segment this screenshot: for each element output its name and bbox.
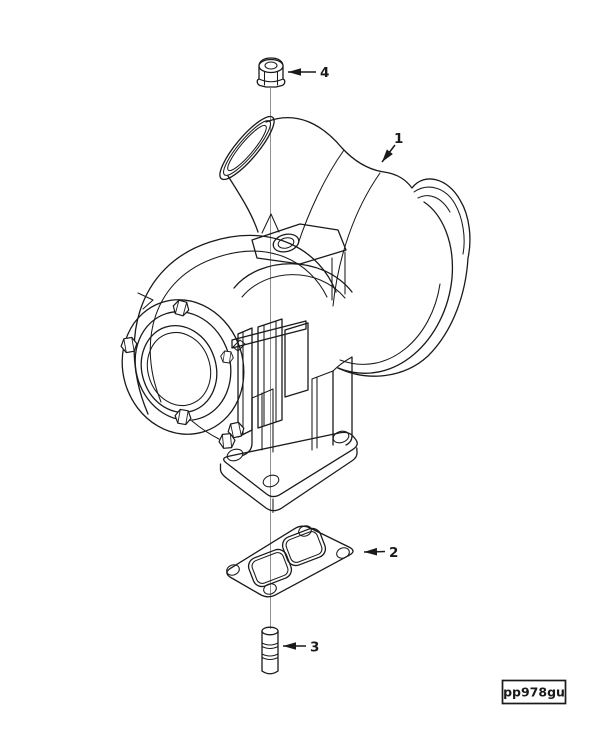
- clamp-bolt-icon: [219, 350, 235, 364]
- callout-3: 3: [283, 640, 319, 656]
- gasket-bolt-hole: [226, 564, 240, 576]
- clamp-bolts: [119, 298, 246, 450]
- turbo-mounting-flange: [219, 430, 358, 514]
- callout-3-label: 3: [310, 640, 319, 656]
- gasket-port-opening: [281, 527, 327, 567]
- turbine-housing: [133, 234, 337, 415]
- callout-1: 1: [381, 131, 403, 163]
- pedestal: [241, 356, 353, 457]
- callout-4-label: 4: [320, 65, 329, 81]
- callout-2-arrow: [363, 547, 386, 556]
- part-turbocharger-assembly: [119, 115, 471, 514]
- part-gasket: [226, 525, 354, 598]
- callout-2: 2: [363, 545, 398, 561]
- figure-code-box: pp978gu: [501, 679, 567, 705]
- clamp-bolt-icon: [170, 298, 192, 318]
- callout-1-label: 1: [394, 131, 403, 147]
- figure-code-border: [501, 679, 567, 705]
- part-hex-nut: [256, 57, 286, 88]
- callout-1-arrow: [381, 144, 396, 163]
- callout-2-label: 2: [389, 545, 398, 561]
- callout-4: 4: [288, 65, 329, 81]
- part-stud: [261, 626, 279, 675]
- compressor-inlet-flange: [219, 115, 275, 181]
- compressor-housing: [227, 117, 471, 377]
- oil-port-boss: [251, 223, 347, 301]
- figure-code: pp978gu: [503, 685, 565, 700]
- gasket-bolt-hole: [336, 547, 350, 559]
- mounting-bracket: [231, 318, 309, 438]
